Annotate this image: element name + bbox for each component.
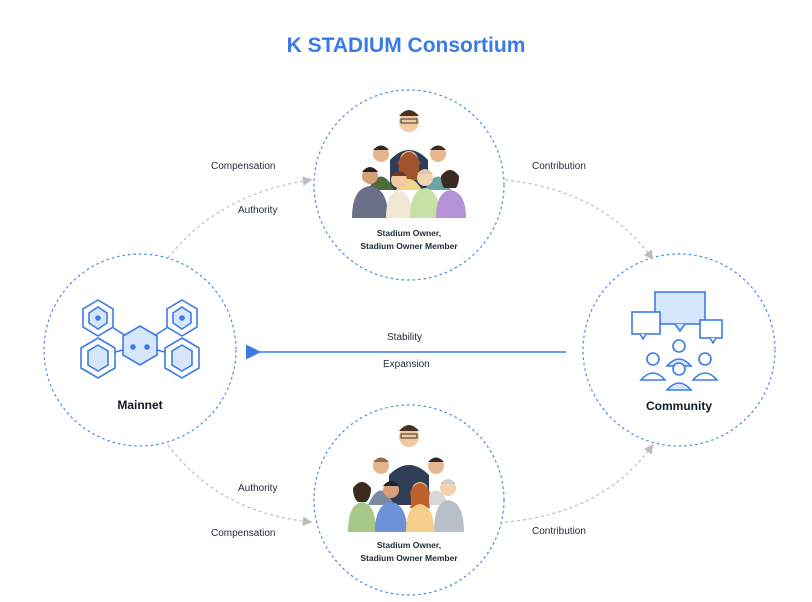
community-label: Community xyxy=(609,399,749,413)
bottom-node-caption-line1: Stadium Owner, xyxy=(329,539,489,552)
bottom-node-caption-line2: Stadium Owner Member xyxy=(329,552,489,565)
community-to-mainnet-upper-label: Stability xyxy=(387,332,422,343)
community-icon xyxy=(632,292,722,390)
top-to-community-connector xyxy=(505,180,652,258)
top-node-caption-line2: Stadium Owner Member xyxy=(329,240,489,253)
blockchain-network-icon xyxy=(81,300,199,378)
top-node-caption: Stadium Owner, Stadium Owner Member xyxy=(329,227,489,253)
bottom-to-community-label: Contribution xyxy=(532,526,586,537)
top-to-community-label: Contribution xyxy=(532,161,586,172)
mainnet-to-top-lower-label: Authority xyxy=(238,205,277,216)
bottom-to-community-connector xyxy=(505,446,652,522)
mainnet-label: Mainnet xyxy=(70,398,210,412)
stadium-owner-group-illustration-bottom xyxy=(348,425,464,532)
stadium-owner-group-illustration-top xyxy=(352,110,466,218)
mainnet-to-bottom-lower-label: Compensation xyxy=(211,528,275,539)
community-to-mainnet-lower-label: Expansion xyxy=(383,359,430,370)
bottom-node-caption: Stadium Owner, Stadium Owner Member xyxy=(329,539,489,565)
mainnet-to-bottom-upper-label: Authority xyxy=(238,483,277,494)
mainnet-to-top-connector xyxy=(168,180,310,258)
mainnet-to-top-upper-label: Compensation xyxy=(211,161,275,172)
top-node-caption-line1: Stadium Owner, xyxy=(329,227,489,240)
